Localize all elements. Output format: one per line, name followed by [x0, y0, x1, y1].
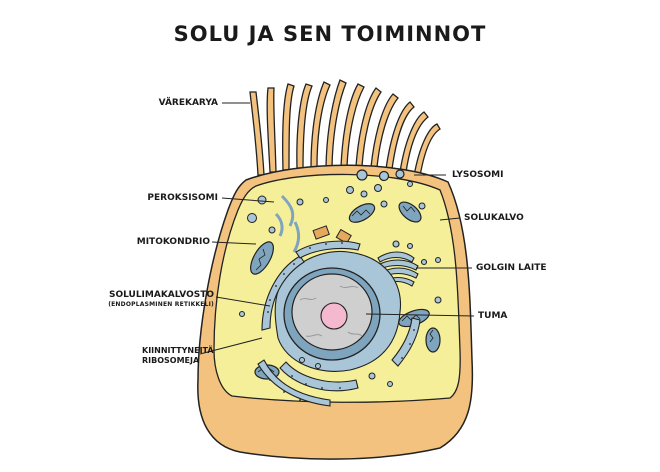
- label-kiinnittyneita-line2: RIBOSOMEJA: [142, 356, 200, 365]
- leader-lines: [199, 102, 475, 355]
- cilium: [296, 83, 313, 169]
- cilium: [385, 101, 415, 170]
- label-golgin-laite: GOLGIN LAITE: [476, 263, 547, 273]
- cilium: [282, 83, 295, 171]
- leader-solukalvo: [439, 217, 461, 221]
- cilia: [249, 79, 441, 177]
- label-solulimakalvosto-main: SOLULIMAKALVOSTO: [108, 290, 214, 300]
- label-solukalvo: SOLUKALVO: [464, 213, 524, 223]
- leader-mitokondrio: [211, 241, 257, 245]
- cilium: [370, 93, 399, 168]
- nucleolus: [320, 302, 348, 330]
- ribosome-dots: [267, 242, 415, 401]
- label-tuma: TUMA: [478, 311, 508, 321]
- label-lysosomi: LYSOSOMI: [452, 170, 504, 180]
- cilium: [325, 79, 347, 167]
- label-kiinnittyneita-line1: KIINNITTYNEITÄ: [142, 346, 214, 355]
- label-mitokondrio: MITOKONDRIO: [136, 237, 210, 247]
- cilium: [399, 111, 429, 173]
- leader-peroksisomi: [221, 197, 275, 203]
- cilium: [340, 83, 365, 167]
- cilium: [249, 91, 265, 176]
- cilium: [355, 87, 382, 167]
- cytoplasm-dots: [247, 181, 441, 263]
- cilium: [266, 87, 277, 173]
- label-peroksisomi: PEROKSISOMI: [147, 193, 218, 203]
- cilium: [413, 123, 441, 177]
- leader-tuma: [365, 313, 475, 317]
- leader-ribosomeja: [199, 337, 263, 355]
- diagram-title: SOLU JA SEN TOIMINNOT: [173, 22, 487, 46]
- label-varekarya: VÄREKARYA: [158, 98, 218, 108]
- label-solulimakalvosto-sub: (ENDOPLASMINEN RETIKKELI): [108, 301, 214, 308]
- lysosomes: [356, 169, 405, 182]
- centrioles: [312, 225, 352, 245]
- label-solulimakalvosto: SOLULIMAKALVOSTO (ENDOPLASMINEN RETIKKEL…: [108, 290, 214, 310]
- leader-solulimakalvosto: [215, 296, 271, 307]
- peroxisome-tubules: [274, 194, 301, 253]
- nucleus: [283, 267, 381, 361]
- label-kiinnittyneita-ribosomeja: KIINNITTYNEITÄ RIBOSOMEJA: [142, 346, 214, 366]
- vesicles: [239, 296, 442, 387]
- cilium: [310, 81, 331, 168]
